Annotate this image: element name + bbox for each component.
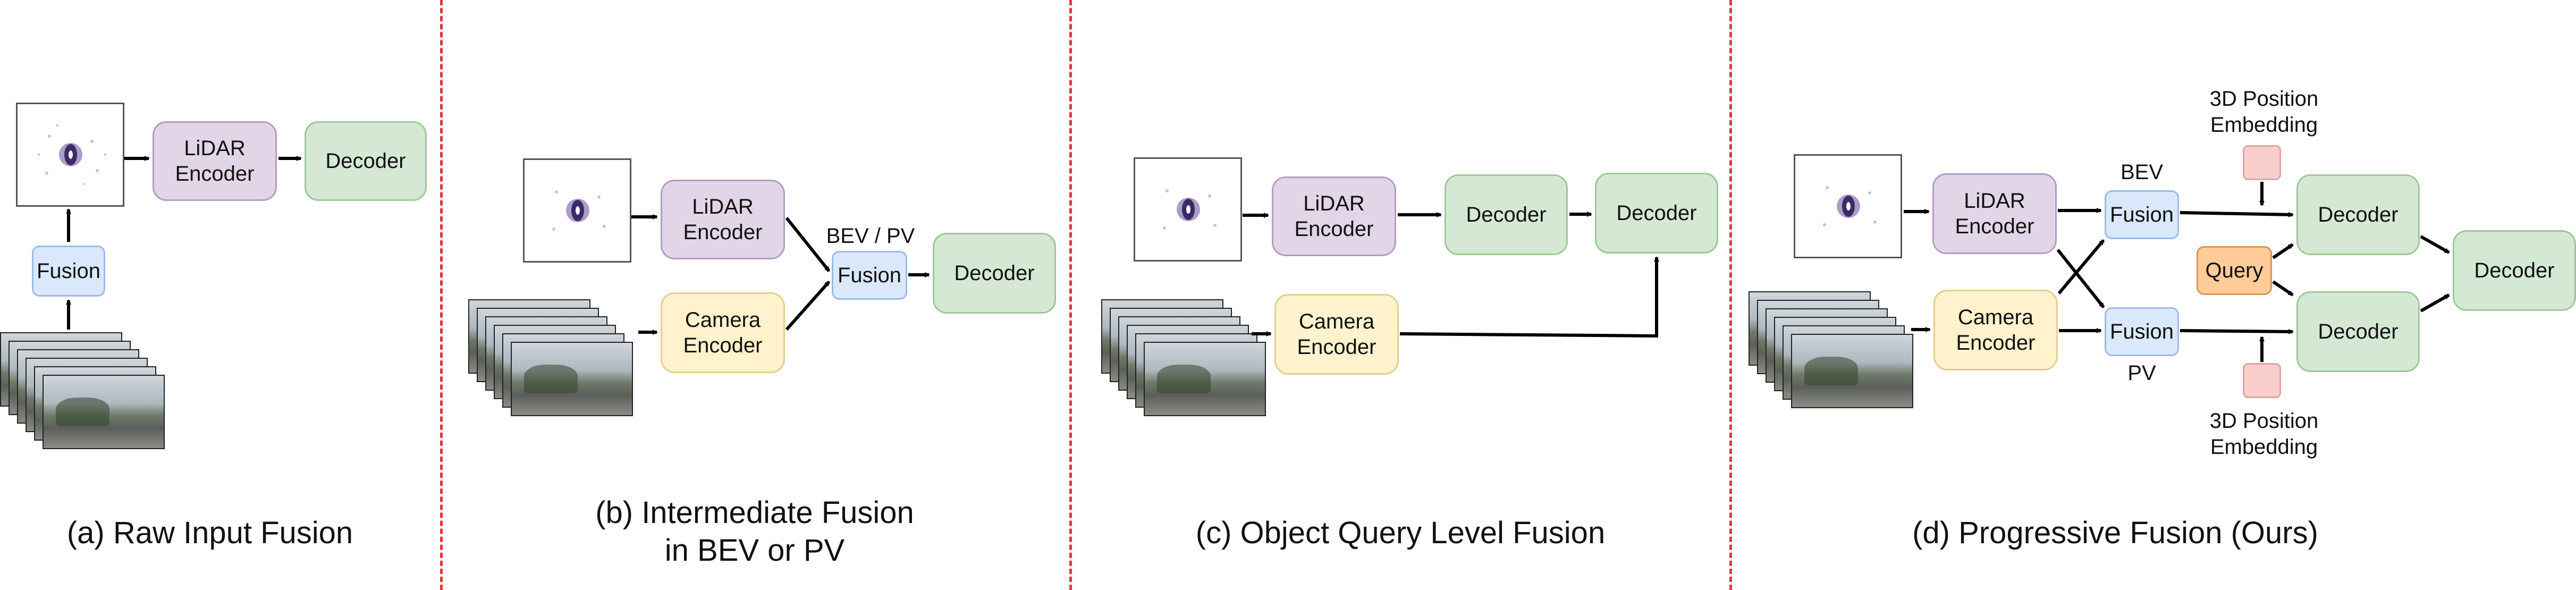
- panel-separator-3: [1729, 0, 1732, 590]
- lidar-point-cloud-image: [1134, 157, 1242, 262]
- camera-encoder-box: Camera Encoder: [1274, 294, 1399, 375]
- caption-c: (c) Object Query Level Fusion: [1195, 516, 1606, 550]
- pos-emb-bottom-label: 3D Position Embedding: [2209, 409, 2319, 459]
- lidar-encoder-box: LiDAR Encoder: [1272, 176, 1396, 256]
- decoder-label: Decoder: [1616, 201, 1697, 225]
- decoder-bottom-box: Decoder: [2296, 291, 2420, 372]
- decoder-final-box: Decoder: [2453, 230, 2576, 311]
- panel-separator-2: [1069, 0, 1072, 590]
- pv-label: PV: [2127, 361, 2156, 385]
- camera-encoder-label: Camera Encoder: [1956, 306, 2036, 355]
- lidar-point-cloud-image: [16, 103, 124, 207]
- lidar-encoder-box: LiDAR Encoder: [661, 180, 785, 259]
- decoder-label: Decoder: [2318, 203, 2398, 226]
- decoder-label: Decoder: [325, 149, 406, 173]
- camera-encoder-label: Camera Encoder: [1297, 310, 1376, 359]
- bev-pv-label: BEV / PV: [826, 224, 915, 248]
- fusion-label: Fusion: [2109, 203, 2174, 226]
- query-label: Query: [2205, 259, 2263, 282]
- fusion-box: Fusion: [32, 246, 105, 297]
- arrow: [785, 281, 831, 331]
- lidar-encoder-label: LiDAR Encoder: [683, 195, 763, 244]
- panel-separator-1: [440, 0, 443, 590]
- camera-image-stack: [468, 299, 638, 422]
- fusion-box: Fusion: [832, 251, 907, 300]
- arrow: [2057, 239, 2105, 294]
- fusion-label: Fusion: [2109, 320, 2174, 343]
- arrow: [2420, 293, 2450, 313]
- arrow: [2180, 211, 2294, 217]
- pos-emb-top-label: 3D Position Embedding: [2209, 87, 2319, 137]
- arrow: [2272, 243, 2294, 259]
- decoder-label: Decoder: [954, 262, 1035, 285]
- arrow: [2056, 249, 2105, 308]
- decoder-top-box: Decoder: [2296, 174, 2420, 255]
- camera-encoder-label: Camera Encoder: [683, 308, 763, 357]
- arrow: [2420, 235, 2450, 254]
- decoder-box: Decoder: [933, 233, 1056, 314]
- arrow: [2272, 280, 2294, 297]
- camera-image-stack: [1101, 299, 1271, 422]
- pos-emb-top-box: [2243, 145, 2281, 180]
- fusion-bev-box: Fusion: [2105, 190, 2179, 239]
- query-box: Query: [2197, 246, 2272, 295]
- lidar-encoder-box: LiDAR Encoder: [1932, 173, 2057, 254]
- decoder-label: Decoder: [2474, 259, 2555, 282]
- decoder-box: Decoder: [305, 121, 427, 201]
- camera-image-stack: [1749, 291, 1919, 414]
- lidar-encoder-label: LiDAR Encoder: [175, 137, 255, 186]
- bev-label: BEV: [2120, 161, 2164, 184]
- caption-a: (a) Raw Input Fusion: [66, 516, 353, 550]
- fusion-pv-box: Fusion: [2105, 307, 2179, 356]
- pos-emb-bottom-box: [2243, 363, 2281, 398]
- lidar-point-cloud-image: [1794, 154, 1902, 258]
- arrow: [1399, 256, 1659, 338]
- caption-b: (b) Intermediate Fusion in BEV or PV: [595, 495, 914, 568]
- fusion-label: Fusion: [837, 264, 902, 287]
- caption-d: (d) Progressive Fusion (Ours): [1912, 516, 2318, 550]
- decoder-box-1: Decoder: [1445, 174, 1568, 255]
- camera-encoder-box: Camera Encoder: [661, 292, 785, 373]
- fusion-label: Fusion: [36, 259, 101, 283]
- decoder-label: Decoder: [1466, 203, 1547, 226]
- arrow: [2180, 328, 2294, 334]
- decoder-label: Decoder: [2318, 320, 2398, 343]
- camera-encoder-box: Camera Encoder: [1933, 290, 2058, 370]
- decoder-box-2: Decoder: [1595, 173, 1718, 254]
- lidar-encoder-label: LiDAR Encoder: [1294, 192, 1374, 241]
- arrow: [785, 217, 831, 272]
- camera-image-stack: [0, 332, 165, 465]
- lidar-encoder-box: LiDAR Encoder: [153, 121, 277, 201]
- lidar-encoder-label: LiDAR Encoder: [1955, 189, 2034, 238]
- lidar-point-cloud-image: [523, 158, 631, 263]
